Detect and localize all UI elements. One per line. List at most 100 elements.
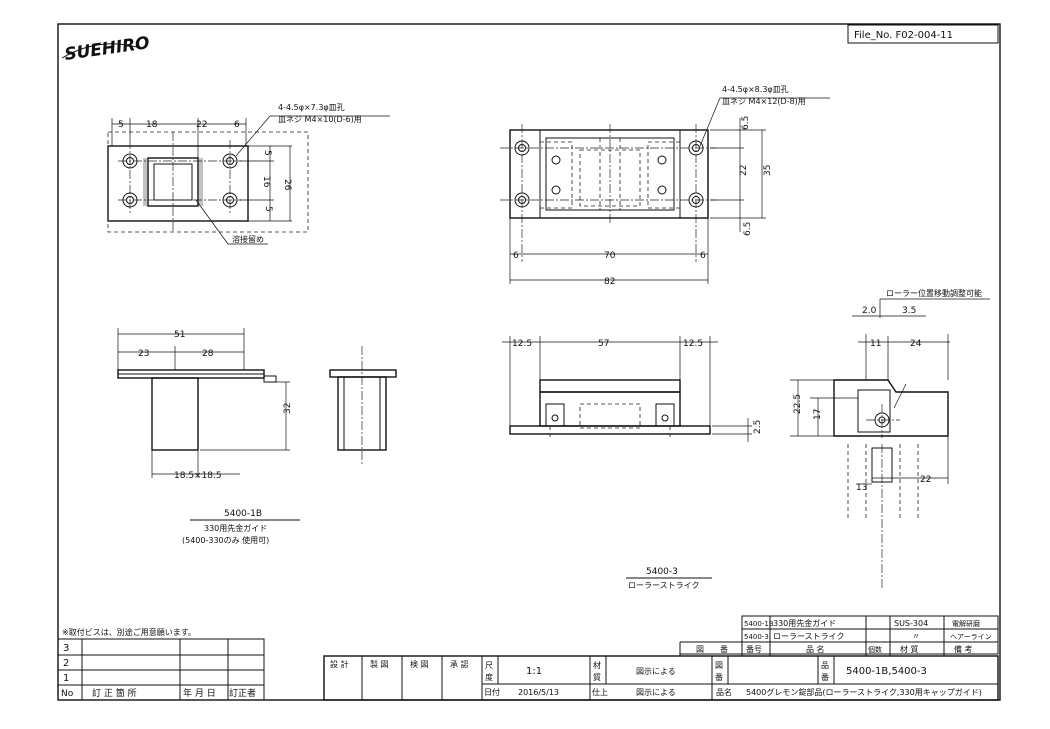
dim-23: 23 [138, 349, 149, 359]
tb-part-label-2: 番 [821, 672, 829, 682]
parts-h-qty: 個数 [868, 645, 882, 654]
parts-h-no: 番号 [746, 644, 762, 654]
dim-2-0: 2.0 [862, 306, 877, 316]
hole-note-3-1: 4-4.5φ×8.3φ皿孔 [722, 85, 789, 94]
weld-note: 溶接留め [232, 234, 264, 244]
suehiro-logo: SUEHIRO [61, 33, 151, 65]
rev-header-person: 訂正者 [229, 687, 256, 699]
dim-11: 11 [870, 339, 881, 349]
part1-label: 5400-1B 330用先金ガイド (5400-330のみ 使用可) [182, 509, 300, 545]
part-row2-material: 〃 [912, 632, 920, 641]
tb-draft: 製 図 [370, 659, 389, 669]
dim-13: 13 [856, 483, 867, 493]
part2-label: 5400-3 ローラーストライク [626, 567, 712, 590]
dim-v5-bottom: 5 [263, 206, 273, 212]
view-1b-front: 51 23 28 32 18.5×18.5 [117, 328, 293, 481]
dim-18: 18 [146, 120, 158, 130]
roller-note: ローラー位置移動調整可能 [886, 288, 982, 298]
tb-name: 5400グレモン錠部品(ローラーストライク,330用キャップガイド) [746, 687, 982, 697]
parts-h-name: 品 名 [806, 644, 825, 654]
part-row2-name: ローラーストライク [773, 632, 844, 641]
part1-note: (5400-330のみ 使用可) [182, 535, 269, 545]
tb-date-label: 日付 [484, 687, 500, 697]
dim-v22: 22 [739, 165, 749, 176]
part-row1-name: 330用先金ガイド [773, 618, 836, 628]
tb-scale-label-2: 度 [485, 672, 493, 682]
dim-v16: 16 [261, 176, 271, 188]
tb-part-no: 5400-1B,5400-3 [846, 666, 927, 677]
tb-fig-label-1: 図 [715, 661, 723, 670]
hole-note-1b-1: 4-4.5φ×7.3φ皿孔 [278, 103, 345, 112]
part2-code: 5400-3 [646, 567, 678, 577]
tb-material-label-2: 質 [593, 672, 601, 682]
parts-list: 5400-1B 330用先金ガイド SUS-304 電解研磨 5400-3 ロー… [679, 615, 999, 656]
dim-6: 6 [234, 120, 240, 130]
view-3-front: 4-4.5φ×8.3φ皿孔 皿ネジ M4×12(D-8)用 6.5 22 35 … [500, 85, 830, 287]
revision-table: 3 2 1 No 訂 正 箇 所 年 月 日 訂正者 [57, 638, 265, 701]
parts-h-material: 材 質 [900, 644, 919, 654]
tb-material: 図示による [636, 667, 676, 676]
dim-82: 82 [604, 277, 615, 287]
dim-22-5: 22.5 [793, 394, 803, 414]
tb-approve: 承 認 [450, 659, 469, 669]
dim-v6-5-top: 6.5 [741, 116, 751, 130]
rev-row-1: 1 [63, 673, 69, 684]
dim-24: 24 [910, 339, 922, 349]
rev-header-no: No [61, 689, 74, 699]
file-no-box [847, 24, 999, 44]
part-row1-code: 5400-1B [744, 620, 774, 628]
part-row2-code: 5400-3 [744, 633, 769, 641]
dim-28: 28 [202, 349, 214, 359]
part2-name: ローラーストライク [628, 581, 699, 590]
part1-name: 330用先金ガイド [204, 523, 267, 533]
dim-51: 51 [174, 330, 185, 340]
view-1b-top: 5 18 22 6 4-4.5φ×7.3φ皿孔 皿ネジ M4×10(D-6)用 … [107, 103, 390, 245]
part-row1-material: SUS-304 [894, 619, 928, 628]
dim-v26: 26 [282, 179, 292, 191]
dim-12-5-right: 12.5 [683, 339, 703, 349]
dim-12-5-left: 12.5 [512, 339, 532, 349]
dim-5: 5 [118, 120, 124, 130]
tb-finish-label: 仕上 [592, 687, 608, 697]
tb-scale-label-1: 尺 [485, 661, 493, 670]
dim-6-right: 6 [700, 251, 706, 261]
dim-2-5: 2.5 [753, 420, 763, 434]
dim-18-5-sq: 18.5×18.5 [174, 471, 222, 481]
rev-header-date: 年 月 日 [183, 687, 216, 699]
screw-note: ※取付ビスは、別途ご用意願います。 [62, 627, 196, 637]
view-3-side: 12.5 57 12.5 2.5 [502, 336, 763, 442]
hole-note-3-2: 皿ネジ M4×12(D-8)用 [722, 97, 806, 106]
tb-name-label: 品名 [716, 687, 732, 697]
dim-v35: 35 [763, 165, 773, 176]
dim-32: 32 [283, 403, 293, 414]
dim-6-left: 6 [513, 251, 519, 261]
dim-17: 17 [813, 409, 823, 420]
part-row1-remark: 電解研磨 [952, 619, 980, 628]
hole-note-1b-2: 皿ネジ M4×10(D-6)用 [278, 115, 362, 124]
tb-finish: 図示による [636, 688, 676, 697]
title-block: 設 計 製 図 検 図 承 認 尺 度 1:1 材 質 図示による 図 番 品 … [323, 655, 999, 701]
tb-scale: 1:1 [526, 666, 542, 677]
dim-57: 57 [598, 339, 609, 349]
dim-22-f: 22 [920, 475, 931, 485]
dim-70: 70 [604, 251, 616, 261]
dim-22: 22 [196, 120, 207, 130]
part1-code: 5400-1B [224, 509, 262, 519]
dim-3-5: 3.5 [902, 306, 916, 316]
view-3-end: ローラー位置移動調整可能 2.0 3.5 11 24 22.5 17 22 [790, 288, 990, 590]
tb-design: 設 計 [330, 659, 349, 669]
tb-material-label-1: 材 [593, 660, 601, 670]
logo-text: SUEHIRO [63, 33, 151, 65]
rev-row-3: 3 [63, 643, 69, 654]
tb-check: 検 図 [410, 659, 429, 669]
dim-v6-5-bottom: 6.5 [743, 222, 753, 236]
part-row2-remark: ヘアーライン [950, 633, 992, 641]
tb-date: 2016/5/13 [518, 688, 559, 697]
rev-row-2: 2 [63, 658, 69, 669]
rev-header-place: 訂 正 箇 所 [92, 687, 137, 699]
tb-part-label-1: 品 [821, 661, 829, 670]
tb-fig-label-2: 番 [715, 672, 723, 682]
parts-h-remark: 備 考 [954, 644, 973, 654]
parts-h-ban: 番 [720, 644, 728, 654]
